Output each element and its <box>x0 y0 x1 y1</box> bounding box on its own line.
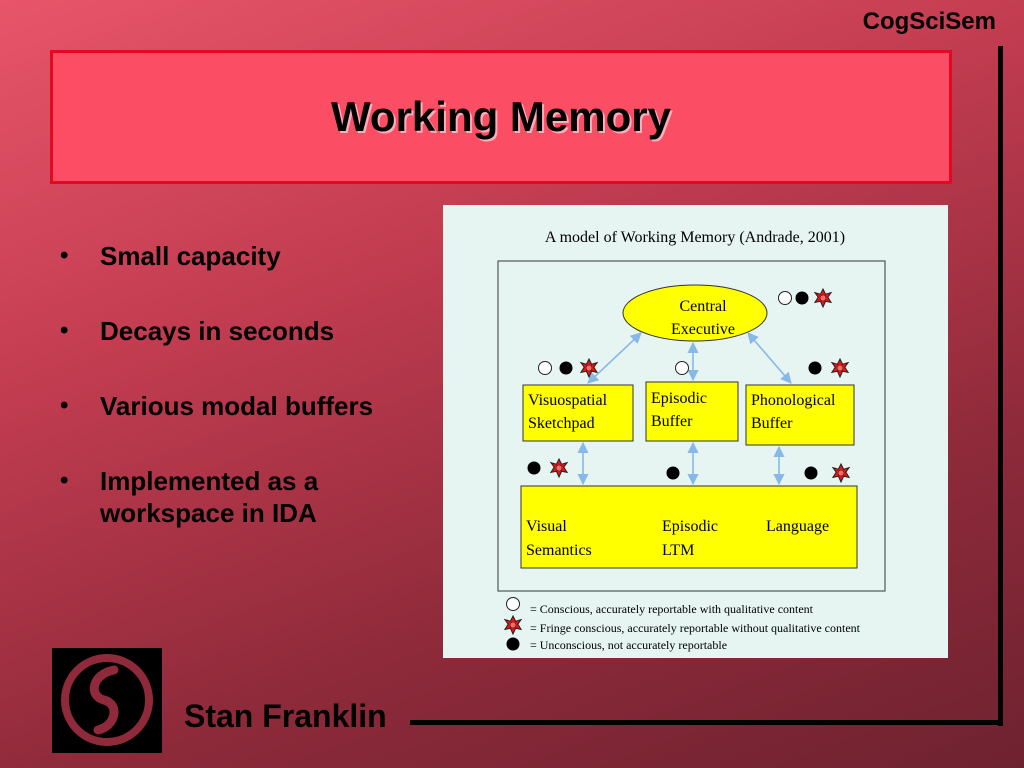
logo-icon <box>61 654 153 746</box>
white-circle-icon <box>675 361 689 375</box>
bullet-text: Implemented as a workspace in IDA <box>100 466 319 528</box>
phonological-buffer-node <box>745 384 855 446</box>
red-star-icon <box>831 358 849 378</box>
black-circle-icon <box>804 466 818 480</box>
bullet-text: Small capacity <box>100 241 281 271</box>
arrow-executive-phono <box>747 332 792 384</box>
bullet-text: Various modal buffers <box>100 391 374 421</box>
visuo-line-2: Sketchpad <box>528 415 595 432</box>
bullet-item: • Decays in seconds <box>58 315 428 347</box>
bullet-glyph: • <box>60 467 69 494</box>
visuospatial-sketchpad-node <box>522 384 634 442</box>
bullet-item: • Small capacity <box>58 240 428 272</box>
header-tag: CogSciSem <box>862 8 996 35</box>
bullet-item: • Various modal buffers <box>58 390 428 422</box>
legend-white-circle-icon <box>506 597 520 611</box>
diagram-svg: A model of Working Memory (Andrade, 2001… <box>497 229 886 652</box>
visuo-line-1: Visuospatial <box>528 392 608 409</box>
ltm-language: Language <box>766 518 829 535</box>
legend-fringe: = Fringe conscious, accurately reportabl… <box>530 621 861 635</box>
arrow-executive-visuo <box>587 332 642 384</box>
central-line-2: Executive <box>671 321 735 338</box>
ltm-episodic-line-1: Episodic <box>662 518 718 535</box>
long-term-memory-node <box>520 485 858 569</box>
diagram-frame <box>497 260 886 592</box>
red-star-icon <box>814 288 832 308</box>
black-circle-icon <box>666 466 680 480</box>
black-circle-icon <box>808 361 822 375</box>
bullet-list: • Small capacity • Decays in seconds • Vari… <box>58 240 428 572</box>
phono-line-2: Buffer <box>751 415 793 432</box>
white-circle-icon <box>538 361 552 375</box>
bullet-item: • Implemented as a workspace in IDA <box>58 465 428 529</box>
author-name: Stan Franklin <box>184 698 387 734</box>
ltm-visual-line-2: Semantics <box>526 542 592 559</box>
legend-conscious: = Conscious, accurately reportable with … <box>530 602 814 616</box>
central-executive-node <box>622 284 768 342</box>
episodic-buffer-line-2: Buffer <box>651 413 693 430</box>
central-line-1: Central <box>679 298 727 315</box>
working-memory-diagram: A model of Working Memory (Andrade, 2001… <box>443 205 948 658</box>
frame-line-right <box>998 46 1003 726</box>
phono-line-1: Phonological <box>751 392 836 409</box>
bullet-glyph: • <box>60 242 69 269</box>
black-circle-icon <box>559 361 573 375</box>
bullet-text: Decays in seconds <box>100 316 335 346</box>
slide-title: Working Memory <box>331 93 671 140</box>
ltm-episodic-line-2: LTM <box>662 542 694 559</box>
bullet-glyph: • <box>60 317 69 344</box>
red-star-icon <box>550 458 568 478</box>
white-circle-icon <box>778 291 792 305</box>
episodic-buffer-line-1: Episodic <box>651 390 707 407</box>
title-box: Working Memory <box>50 50 952 184</box>
frame-line-bottom <box>410 720 1003 725</box>
bullet-glyph: • <box>60 392 69 419</box>
episodic-buffer-node <box>645 381 739 442</box>
legend-red-star-icon <box>504 615 522 635</box>
cogscisem-logo <box>52 648 162 753</box>
diagram-caption: A model of Working Memory (Andrade, 2001… <box>545 229 845 246</box>
ltm-visual-line-1: Visual <box>526 518 567 535</box>
black-circle-icon <box>795 291 809 305</box>
black-circle-icon <box>527 461 541 475</box>
red-star-icon <box>580 358 598 378</box>
legend-unconscious: = Unconscious, not accurately reportable <box>530 638 727 652</box>
legend-black-circle-icon <box>506 637 520 651</box>
red-star-icon <box>832 463 850 483</box>
